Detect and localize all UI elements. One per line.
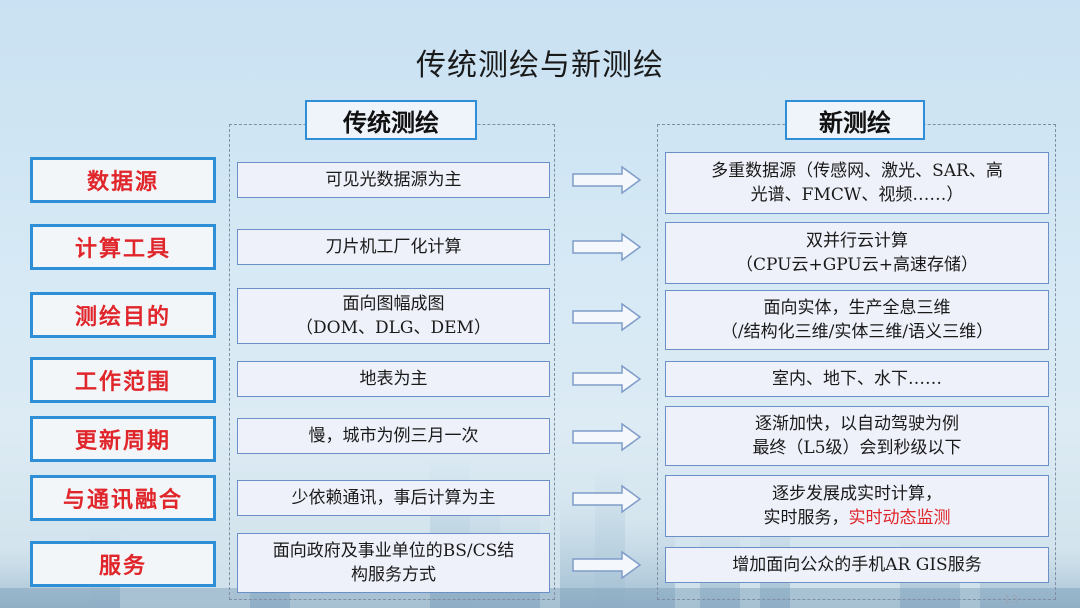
arrow-right-icon [572, 364, 642, 394]
traditional-cell-compute-tools: 刀片机工厂化计算 [237, 229, 550, 265]
traditional-cell-update-cycle: 慢，城市为例三月一次 [237, 418, 550, 454]
cell-text: 增加面向公众的手机AR GIS服务 [732, 555, 982, 575]
traditional-column-header: 传统测绘 [305, 100, 477, 140]
cell-text: 构服务方式 [351, 565, 436, 585]
page-number: 13 [1004, 593, 1018, 606]
new-cell-work-scope: 室内、地下、水下…… [665, 361, 1049, 397]
highlight-text: 实时动态监测 [848, 508, 951, 528]
traditional-cell-data-source: 可见光数据源为主 [237, 162, 550, 198]
cell-text: 逐渐加快，以自动驾驶为例 [755, 414, 959, 434]
cell-text: 多重数据源（传感网、激光、SAR、高 [711, 161, 1003, 181]
traditional-cell-communication-fusion: 少依赖通讯，事后计算为主 [237, 480, 550, 516]
new-cell-mapping-purpose: 面向实体，生产全息三维 （/结构化三维/实体三维/语义三维） [665, 290, 1049, 350]
arrow-right-icon [572, 422, 642, 452]
arrow-right-icon [572, 484, 642, 514]
new-cell-compute-tools: 双并行云计算 （CPU云+GPU云+高速存储） [665, 222, 1049, 284]
category-communication-fusion: 与通讯融合 [30, 475, 216, 521]
traditional-cell-services: 面向政府及事业单位的BS/CS结 构服务方式 [237, 533, 550, 593]
cell-text: 可见光数据源为主 [325, 170, 462, 190]
cell-text: 面向图幅成图 [342, 294, 445, 314]
category-data-source: 数据源 [30, 157, 216, 203]
cell-text: 室内、地下、水下…… [772, 369, 942, 389]
cell-text: （CPU云+GPU云+高速存储） [735, 255, 978, 275]
cell-text: 最终（L5级）会到秒级以下 [752, 438, 962, 458]
arrow-right-icon [572, 550, 642, 580]
cell-text: （/结构化三维/实体三维/语义三维） [720, 322, 994, 342]
cell-text: 双并行云计算 [806, 231, 908, 251]
category-services: 服务 [30, 541, 216, 587]
arrow-right-icon [572, 232, 642, 262]
category-mapping-purpose: 测绘目的 [30, 292, 216, 338]
cell-text: 光谱、FMCW、视频……） [750, 185, 964, 205]
cell-text: 实时服务， [763, 508, 849, 528]
category-update-cycle: 更新周期 [30, 416, 216, 462]
cell-text: 面向政府及事业单位的BS/CS结 [272, 541, 515, 561]
new-cell-services: 增加面向公众的手机AR GIS服务 [665, 547, 1049, 583]
category-compute-tools: 计算工具 [30, 224, 216, 270]
cell-text: 逐步发展成实时计算， [772, 484, 942, 504]
traditional-cell-mapping-purpose: 面向图幅成图 （DOM、DLG、DEM） [237, 288, 550, 344]
new-column-header: 新测绘 [785, 100, 925, 140]
arrow-right-icon [572, 302, 642, 332]
page-title: 传统测绘与新测绘 [416, 48, 664, 83]
cell-text: （DOM、DLG、DEM） [296, 318, 491, 338]
new-cell-data-source: 多重数据源（传感网、激光、SAR、高 光谱、FMCW、视频……） [665, 152, 1049, 214]
cell-text: 地表为主 [359, 369, 428, 389]
cell-text: 少依赖通讯，事后计算为主 [291, 488, 496, 508]
new-cell-communication-fusion: 逐步发展成实时计算， 实时服务，实时动态监测 [665, 475, 1049, 537]
cell-text: 刀片机工厂化计算 [325, 237, 462, 257]
category-work-scope: 工作范围 [30, 357, 216, 403]
cell-text: 慢，城市为例三月一次 [308, 426, 479, 446]
traditional-cell-work-scope: 地表为主 [237, 361, 550, 397]
new-cell-update-cycle: 逐渐加快，以自动驾驶为例 最终（L5级）会到秒级以下 [665, 406, 1049, 466]
cell-text: 面向实体，生产全息三维 [763, 298, 951, 318]
arrow-right-icon [572, 165, 642, 195]
cell-text-line: 实时服务，实时动态监测 [764, 506, 951, 530]
